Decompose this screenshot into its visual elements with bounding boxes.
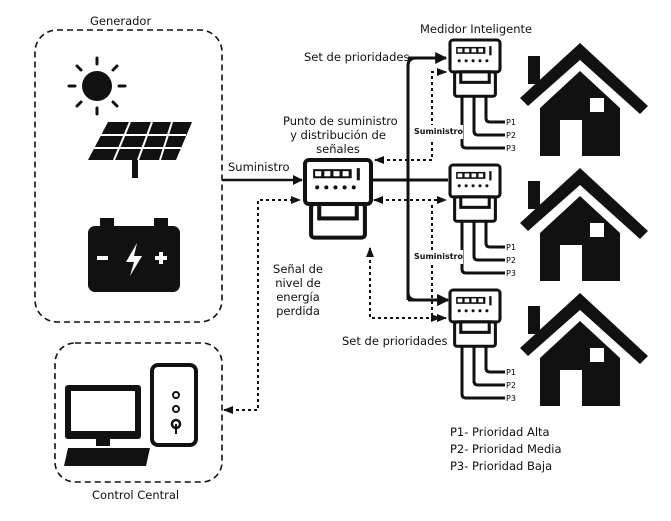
computer-icon bbox=[64, 385, 150, 466]
loss-line: nivel de bbox=[275, 276, 321, 290]
hub-title-line: señales bbox=[316, 142, 360, 156]
supply-small-top: Suministro bbox=[414, 125, 463, 139]
generator-box bbox=[34, 29, 223, 323]
legend-item: P3- Prioridad Baja bbox=[450, 459, 553, 473]
output-label: P2 bbox=[506, 381, 516, 390]
signal-control bbox=[223, 196, 301, 414]
output-label: P3 bbox=[506, 269, 516, 278]
legend: P1- Prioridad Alta P2- Prioridad Media P… bbox=[450, 424, 562, 475]
generator-title: Generador bbox=[90, 14, 152, 28]
loss-line: energía bbox=[276, 290, 320, 304]
solar-panel-icon bbox=[88, 121, 192, 178]
output-label: P1 bbox=[506, 368, 516, 377]
output-label: P3 bbox=[506, 394, 516, 403]
house-icon bbox=[520, 293, 648, 406]
hub-meter bbox=[302, 157, 374, 240]
legend-item: P2- Prioridad Media bbox=[450, 442, 562, 456]
sun-icon bbox=[67, 56, 127, 116]
battery-icon bbox=[88, 218, 180, 292]
smart-meter-2 bbox=[448, 163, 502, 223]
house-icon bbox=[520, 168, 648, 281]
server-tower-icon bbox=[150, 363, 198, 447]
output-label: P2 bbox=[506, 256, 516, 265]
priority-top-label: Set de prioridades bbox=[304, 50, 410, 64]
hub-title: Punto de suministro y distribución de se… bbox=[283, 114, 398, 156]
smart-meter-3 bbox=[448, 288, 502, 348]
loss-line: perdida bbox=[276, 304, 320, 318]
house-icon bbox=[520, 43, 648, 156]
supply-label: Suministro bbox=[228, 160, 290, 174]
loss-signal-label: Señal de nivel de energía perdida bbox=[268, 262, 328, 318]
meters-title: Medidor Inteligente bbox=[420, 22, 533, 36]
hub-title-line: Punto de suministro bbox=[283, 114, 398, 128]
control-title: Control Central bbox=[92, 488, 180, 502]
signal-bottom bbox=[431, 205, 447, 322]
legend-item: P1- Prioridad Alta bbox=[450, 425, 550, 439]
signal-priority-bottom bbox=[366, 247, 441, 322]
output-label: P3 bbox=[506, 144, 516, 153]
loss-line: Señal de bbox=[273, 262, 323, 276]
smart-meter-1 bbox=[448, 38, 502, 98]
supply-small-mid: Suministro bbox=[414, 250, 463, 264]
hub-meter-icon bbox=[302, 157, 374, 240]
output-label: P2 bbox=[506, 131, 516, 140]
priority-bottom-label: Set de prioridades bbox=[342, 334, 448, 348]
control-box bbox=[54, 342, 223, 483]
output-label: P1 bbox=[506, 243, 516, 252]
signal-top bbox=[374, 68, 447, 164]
hub-title-line: y distribución de bbox=[290, 128, 386, 142]
output-label: P1 bbox=[506, 118, 516, 127]
